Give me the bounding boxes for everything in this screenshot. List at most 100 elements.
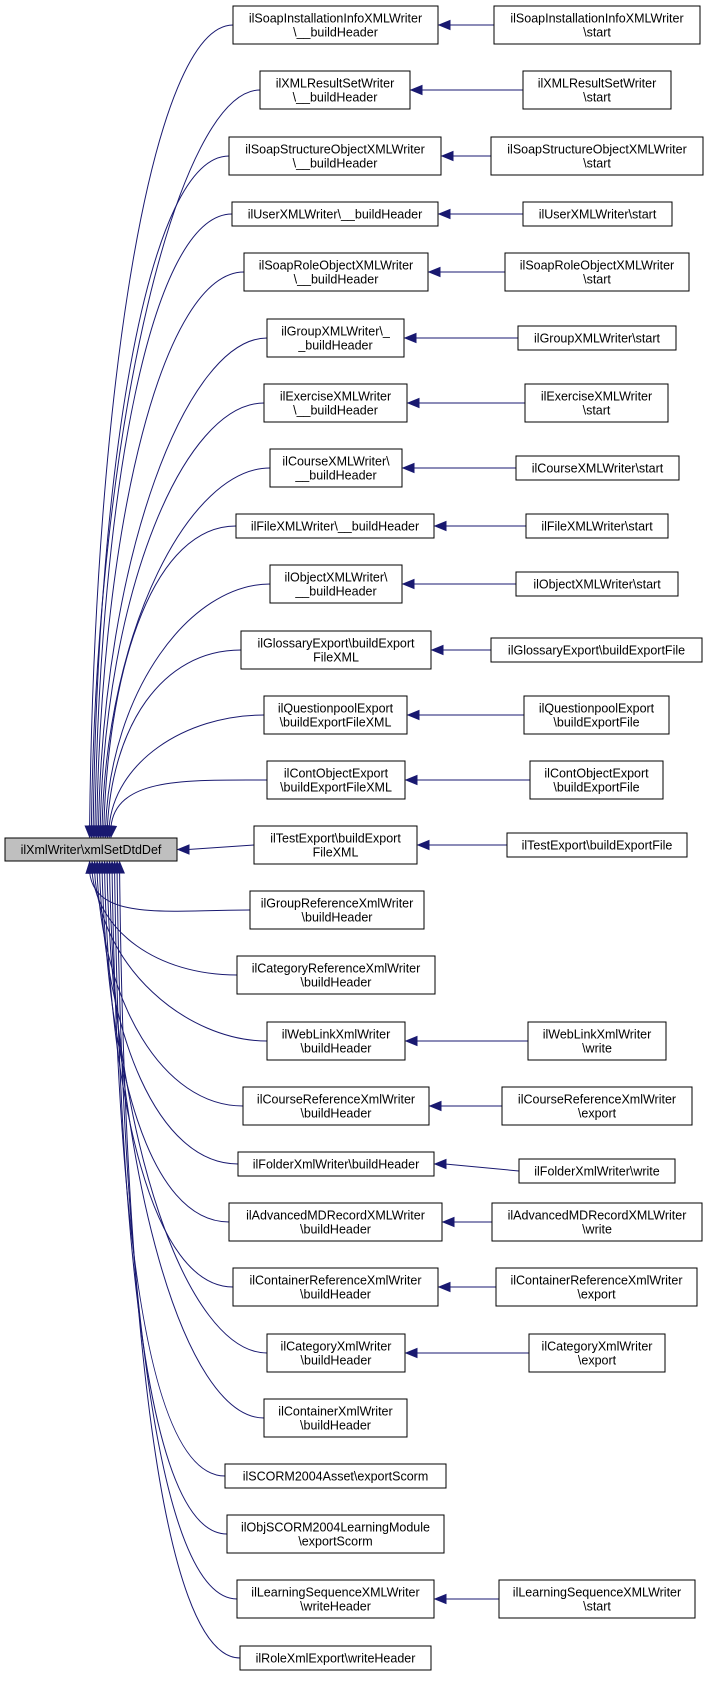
caller-node-19-box xyxy=(237,1151,435,1177)
caller-node-13-label: \buildExportFileXML xyxy=(280,781,392,795)
second-level-caller-node-8[interactable]: ilCourseXMLWriter\start xyxy=(515,455,680,481)
caller-node-10-label: ilObjectXMLWriter\ xyxy=(284,571,388,585)
caller-node-14[interactable]: ilTestExport\buildExportFileXML xyxy=(253,825,418,865)
root-function-node-box xyxy=(4,837,178,862)
caller-node-27-box xyxy=(239,1645,432,1671)
caller-node-12-box xyxy=(263,695,408,735)
caller-node-3-label: ilSoapStructureObjectXMLWriter xyxy=(245,143,424,157)
second-level-caller-node-5[interactable]: ilSoapRoleObjectXMLWriter\start xyxy=(504,252,690,292)
caller-node-3[interactable]: ilSoapStructureObjectXMLWriter\__buildHe… xyxy=(228,136,442,176)
second-level-caller-node-10[interactable]: ilObjectXMLWriter\start xyxy=(515,571,679,597)
second-level-caller-node-22-label: \export xyxy=(578,1354,617,1368)
edge-d21-to-c21 xyxy=(437,1281,496,1293)
second-level-caller-node-26-label: ilLearningSequenceXMLWriter xyxy=(513,1586,681,1600)
caller-node-6[interactable]: ilGroupXMLWriter\__buildHeader xyxy=(266,318,405,358)
second-level-caller-node-2-box xyxy=(522,70,672,110)
edge-d1-to-c1 xyxy=(437,19,494,31)
caller-node-17[interactable]: ilWebLinkXmlWriter\buildHeader xyxy=(266,1021,406,1061)
second-level-caller-node-4[interactable]: ilUserXMLWriter\start xyxy=(522,201,673,227)
caller-node-15[interactable]: ilGroupReferenceXmlWriter\buildHeader xyxy=(249,890,425,930)
caller-node-18[interactable]: ilCourseReferenceXmlWriter\buildHeader xyxy=(242,1086,430,1126)
second-level-caller-node-1-box xyxy=(493,5,701,45)
second-level-caller-node-1[interactable]: ilSoapInstallationInfoXMLWriter\start xyxy=(493,5,701,45)
second-level-caller-node-6-box xyxy=(517,325,677,351)
second-level-caller-node-21[interactable]: ilContainerReferenceXmlWriter\export xyxy=(495,1267,698,1307)
caller-node-4[interactable]: ilUserXMLWriter\__buildHeader xyxy=(231,201,439,227)
caller-node-7[interactable]: ilExerciseXMLWriter\__buildHeader xyxy=(263,383,408,423)
second-level-caller-node-2[interactable]: ilXMLResultSetWriter\start xyxy=(522,70,672,110)
caller-node-9[interactable]: ilFileXMLWriter\__buildHeader xyxy=(235,513,435,539)
caller-node-25[interactable]: ilObjSCORM2004LearningModule\exportScorm xyxy=(226,1514,445,1554)
edge-c2-to-root-line xyxy=(90,89,261,828)
second-level-caller-node-18[interactable]: ilCourseReferenceXmlWriter\export xyxy=(501,1086,693,1126)
second-level-caller-node-18-label: \export xyxy=(578,1107,617,1121)
second-level-caller-node-5-label: \start xyxy=(583,273,611,287)
edge-d8-to-c8 xyxy=(401,462,516,474)
caller-node-20[interactable]: ilAdvancedMDRecordXMLWriter\buildHeader xyxy=(228,1202,443,1242)
caller-node-20-box xyxy=(228,1202,443,1242)
edge-c23-to-root xyxy=(104,860,265,1419)
second-level-caller-node-22[interactable]: ilCategoryXmlWriter\export xyxy=(528,1333,666,1373)
caller-node-17-label: ilWebLinkXmlWriter xyxy=(282,1028,391,1042)
caller-node-26[interactable]: ilLearningSequenceXMLWriter\writeHeader xyxy=(236,1579,435,1619)
caller-node-16-label: \buildHeader xyxy=(301,976,372,990)
caller-node-2[interactable]: ilXMLResultSetWriter\__buildHeader xyxy=(259,70,411,110)
caller-node-2-box xyxy=(259,70,411,110)
caller-node-8[interactable]: ilCourseXMLWriter\__buildHeader xyxy=(269,448,403,488)
caller-node-23[interactable]: ilContainerXmlWriter\buildHeader xyxy=(263,1398,408,1438)
edge-c10-to-root xyxy=(100,583,271,839)
root-function-node[interactable]: ilXmlWriter\xmlSetDtdDef xyxy=(4,837,178,862)
second-level-caller-node-18-label: ilCourseReferenceXmlWriter xyxy=(518,1093,676,1107)
caller-node-21[interactable]: ilContainerReferenceXmlWriter\buildHeade… xyxy=(232,1267,439,1307)
caller-node-5-label: \__buildHeader xyxy=(294,273,379,287)
caller-node-12-label: ilQuestionpoolExport xyxy=(278,702,394,716)
second-level-caller-node-18-box xyxy=(501,1086,693,1126)
caller-node-6-label: ilGroupXMLWriter\_ xyxy=(281,325,391,339)
caller-node-23-box xyxy=(263,1398,408,1438)
edge-d18-to-c18-arrowhead xyxy=(428,1100,442,1112)
edge-d20-to-c20-arrowhead xyxy=(441,1216,455,1228)
caller-node-15-label: \buildHeader xyxy=(302,911,373,925)
caller-node-12[interactable]: ilQuestionpoolExport\buildExportFileXML xyxy=(263,695,408,735)
edge-c5-to-root-line xyxy=(96,271,245,828)
caller-node-5[interactable]: ilSoapRoleObjectXMLWriter\__buildHeader xyxy=(243,252,429,292)
edge-d13-to-c13-arrowhead xyxy=(404,774,418,786)
second-level-caller-node-14[interactable]: ilTestExport\buildExportFile xyxy=(506,832,688,858)
second-level-caller-node-20[interactable]: ilAdvancedMDRecordXMLWriter\write xyxy=(491,1202,703,1242)
second-level-caller-node-6[interactable]: ilGroupXMLWriter\start xyxy=(517,325,677,351)
second-level-caller-node-13[interactable]: ilContObjectExport\buildExportFile xyxy=(529,760,664,800)
second-level-caller-node-19[interactable]: ilFolderXmlWriter\write xyxy=(518,1158,676,1184)
second-level-caller-node-11[interactable]: ilGlossaryExport\buildExportFile xyxy=(490,637,703,663)
edge-c25-to-root-line xyxy=(114,871,228,1535)
caller-node-19[interactable]: ilFolderXmlWriter\buildHeader xyxy=(237,1151,435,1177)
caller-node-10[interactable]: ilObjectXMLWriter\__buildHeader xyxy=(269,564,403,604)
caller-node-18-label: ilCourseReferenceXmlWriter xyxy=(257,1093,415,1107)
second-level-caller-node-26[interactable]: ilLearningSequenceXMLWriter\start xyxy=(498,1579,696,1619)
second-level-caller-node-17[interactable]: ilWebLinkXmlWriter\write xyxy=(527,1021,667,1061)
second-level-caller-node-9[interactable]: ilFileXMLWriter\start xyxy=(525,513,669,539)
caller-node-7-label: ilExerciseXMLWriter xyxy=(280,390,391,404)
caller-node-24[interactable]: ilSCORM2004Asset\exportScorm xyxy=(224,1463,447,1489)
caller-node-1[interactable]: ilSoapInstallationInfoXMLWriter\__buildH… xyxy=(232,5,439,45)
edge-c10-to-root-line xyxy=(105,583,271,828)
caller-node-11[interactable]: ilGlossaryExport\buildExportFileXML xyxy=(240,630,432,670)
second-level-caller-node-12[interactable]: ilQuestionpoolExport\buildExportFile xyxy=(523,695,670,735)
second-level-caller-node-17-label: ilWebLinkXmlWriter xyxy=(543,1028,652,1042)
edge-d7-to-c7-arrowhead xyxy=(406,397,420,409)
caller-node-18-box xyxy=(242,1086,430,1126)
caller-node-8-label: ilCourseXMLWriter\ xyxy=(282,455,390,469)
caller-node-27[interactable]: ilRoleXmlExport\writeHeader xyxy=(239,1645,432,1671)
caller-node-15-label: ilGroupReferenceXmlWriter xyxy=(261,897,414,911)
edge-c11-to-root xyxy=(102,649,242,839)
caller-node-13[interactable]: ilContObjectExport\buildExportFileXML xyxy=(266,760,406,800)
second-level-caller-node-3[interactable]: ilSoapStructureObjectXMLWriter\start xyxy=(490,136,704,176)
caller-node-22[interactable]: ilCategoryXmlWriter\buildHeader xyxy=(266,1333,406,1373)
edge-c13-to-root-line xyxy=(110,779,268,828)
caller-node-8-box xyxy=(269,448,403,488)
second-level-caller-node-19-box xyxy=(518,1158,676,1184)
second-level-caller-node-7[interactable]: ilExerciseXMLWriter\start xyxy=(524,383,669,423)
caller-node-16[interactable]: ilCategoryReferenceXmlWriter\buildHeader xyxy=(236,955,436,995)
caller-node-24-label: ilSCORM2004Asset\exportScorm xyxy=(243,1470,428,1484)
second-level-caller-node-20-box xyxy=(491,1202,703,1242)
